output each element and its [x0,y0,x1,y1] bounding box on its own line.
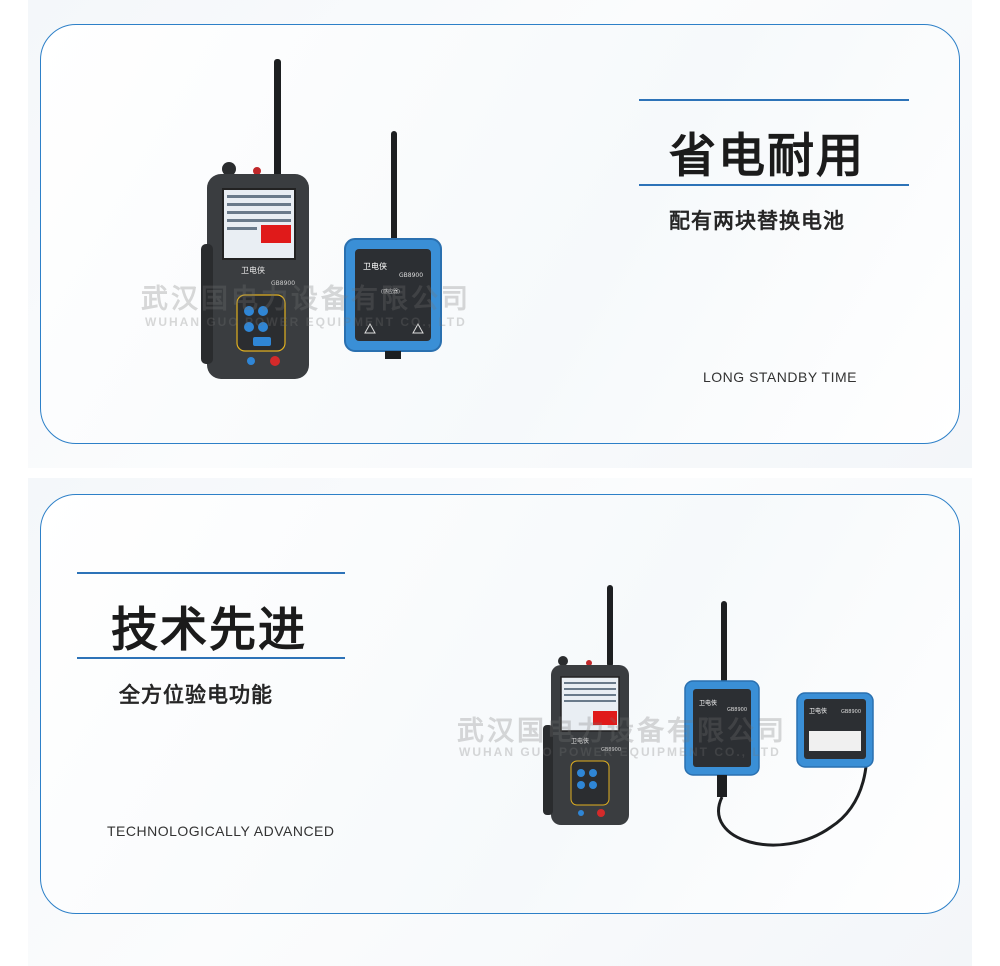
battery-brand-label: 卫电侠 [809,707,827,715]
sensor-brand-label-2: 卫电侠 [699,699,717,707]
section-1-title: 省电耐用 [669,129,865,184]
section-1-bottom-rule [639,184,909,186]
section-2-bottom-rule [77,657,345,659]
section-1-top-rule [639,99,909,101]
handheld-brand-label: 卫电侠 [241,265,265,275]
blue-sensor-image: 卫电侠 GB8900 (感应器) [344,131,442,359]
handheld-detector-image: 卫电侠 GB8900 [201,59,309,379]
handheld-model-label: GB8900 [271,280,295,287]
battery-model-label: GB8900 [841,709,861,715]
section-2-english-caption: TECHNOLOGICALLY ADVANCED [107,823,335,839]
section-1-english-caption: LONG STANDBY TIME [703,369,857,385]
handheld-brand-label-2: 卫电侠 [571,737,589,745]
section-1-card: 卫电侠 GB8900 卫电侠 GB8900 (感应器) 武汉国电力设备有限公司 … [40,24,960,444]
sensor-model-label: GB8900 [399,272,423,279]
section-2-subtitle: 全方位验电功能 [119,683,273,707]
handheld-detector-image-2: 卫电侠 GB8900 [543,585,629,825]
section-2-card: 技术先进 全方位验电功能 TECHNOLOGICALLY ADVANCED 卫电… [40,494,960,914]
section-2-top-rule [77,572,345,574]
section-2-title: 技术先进 [111,603,307,658]
handheld-model-label-2: GB8900 [601,747,621,753]
section-1-subtitle: 配有两块替换电池 [669,209,845,233]
battery-box-image: 卫电侠 GB8900 [796,692,874,768]
sensor-model-label-2: GB8900 [727,707,747,713]
sensor-type-label: (感应器) [381,288,400,295]
sensor-brand-label: 卫电侠 [363,261,387,271]
